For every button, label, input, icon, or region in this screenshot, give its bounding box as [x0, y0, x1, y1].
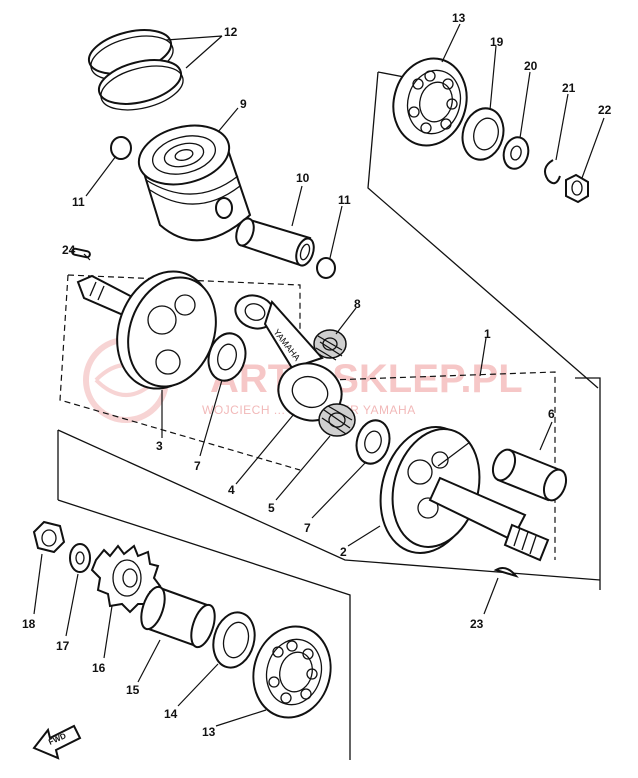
thrust-washer-left: [207, 332, 247, 382]
callout-13-upper: 13: [452, 11, 466, 25]
callout-8: 8: [354, 297, 361, 311]
callout-11-right: 11: [338, 193, 351, 207]
crank-half-left: [76, 270, 217, 390]
callout-12: 12: [224, 25, 238, 39]
callout-21: 21: [562, 81, 576, 95]
callout-10: 10: [296, 171, 310, 185]
watermark-main-text: ARTS-SKLEP.PL: [210, 357, 523, 401]
lock-washer-21: [543, 159, 561, 185]
fwd-arrow-icon: FWD: [32, 724, 82, 760]
callout-22: 22: [598, 103, 612, 117]
circlip-upper: [110, 136, 132, 160]
piston: [137, 124, 252, 242]
callout-9: 9: [240, 97, 247, 111]
callout-14: 14: [164, 707, 178, 721]
callout-20: 20: [524, 59, 538, 73]
callout-3: 3: [156, 439, 163, 453]
bearing-upper: [392, 57, 468, 147]
callout-4: 4: [228, 483, 235, 497]
callout-15: 15: [126, 683, 140, 697]
circlip-right: [316, 257, 336, 279]
callout-23: 23: [470, 617, 484, 631]
nut-18: [32, 520, 66, 554]
crank-pin: [491, 448, 568, 502]
callout-11-left: 11: [72, 195, 85, 209]
callout-6: 6: [548, 407, 555, 421]
callout-7-right: 7: [304, 521, 311, 535]
primary-drive-gear: [90, 544, 162, 614]
callout-5: 5: [268, 501, 275, 515]
small-end-needle-bearing: [313, 329, 347, 361]
woodruff-key-23: [493, 567, 519, 578]
washer-20: [502, 136, 530, 170]
washer-17: [69, 543, 91, 573]
crank-half-right: [379, 426, 550, 562]
oil-seal-upper: [461, 107, 505, 161]
connecting-rod: YAMAHA: [234, 294, 343, 422]
collar-15: [140, 585, 216, 649]
nut-22: [565, 173, 589, 204]
callout-18: 18: [22, 617, 36, 631]
callout-17: 17: [56, 639, 70, 653]
callout-16: 16: [92, 661, 106, 675]
oil-seal-lower: [212, 611, 256, 669]
big-end-needle-bearing: [318, 403, 356, 437]
piston-rings: [87, 29, 184, 111]
thrust-washer-right: [355, 419, 391, 465]
callout-labels: 12 9 11 10 11 24 8 1 3 7 4 5 7 6 2 23 13…: [22, 11, 612, 739]
callout-1: 1: [484, 327, 491, 341]
callout-7-left: 7: [194, 459, 201, 473]
callout-2: 2: [340, 545, 347, 559]
piston-pin: [235, 217, 315, 267]
bearing-lower: [252, 625, 332, 719]
callout-19: 19: [490, 35, 504, 49]
leader-lines: [33, 23, 605, 727]
callout-24: 24: [62, 243, 76, 257]
callout-13-lower: 13: [202, 725, 216, 739]
